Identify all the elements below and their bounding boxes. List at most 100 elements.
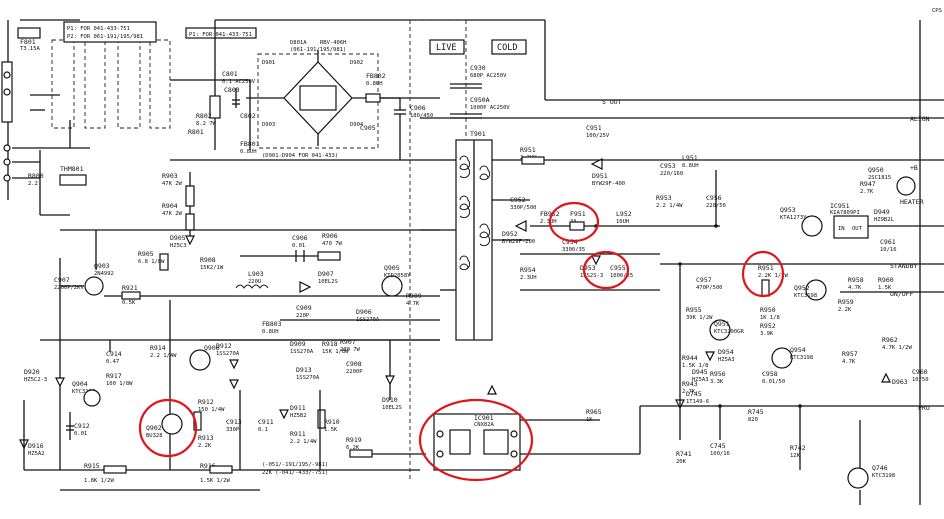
r951-label: R951 <box>520 146 536 154</box>
d906-value: 1SS270A <box>356 317 380 323</box>
d912-value: 1SS270A <box>216 351 240 357</box>
r954-label: R954 <box>520 266 536 274</box>
d920-label: D920 <box>24 368 40 376</box>
fb801-value: 0.8UH <box>240 149 257 155</box>
r907-label: R907 <box>340 338 356 346</box>
r944-value: 1.5K 1/8 <box>682 363 709 369</box>
d909-label: D909 <box>290 340 306 348</box>
ic951-value: KIA7809PI <box>830 210 860 216</box>
r908-value: 15K2/1W <box>200 265 224 271</box>
highlight-ic901 <box>418 398 534 482</box>
r957-value: 4.7K <box>842 359 856 365</box>
highlight-annotations <box>138 201 785 482</box>
r913-value: 2.2K <box>198 443 212 449</box>
c952-label: C952 <box>510 196 526 204</box>
d904-label: D904 <box>350 122 364 128</box>
r742-value: 12K <box>790 453 801 459</box>
r913-label: R913 <box>198 434 214 442</box>
standby-label: STANDBY <box>890 262 917 270</box>
c955-value: 1000/25 <box>610 273 633 279</box>
d949-label: D949 <box>874 208 890 216</box>
d951-value: BYW29F-400 <box>592 181 625 187</box>
r955-value: 39K 1/2W <box>686 315 713 321</box>
ic951-label: IC951 <box>830 202 850 210</box>
r954-value: 2.3UH <box>520 275 537 281</box>
r905-value: 6.8 1/8W <box>138 259 165 265</box>
c951-label: C951 <box>586 124 602 132</box>
r943-value: 2.7K <box>682 389 696 395</box>
d907-label: D907 <box>318 270 334 278</box>
r745-value: 820 <box>748 417 758 423</box>
q903-label: Q903 <box>94 262 110 270</box>
c909-label: C909 <box>296 304 312 312</box>
c957-label: C957 <box>696 276 712 284</box>
c745-label: C745 <box>710 442 726 450</box>
q951-label: Q951 <box>714 320 730 328</box>
r947-value: 2.7K <box>860 189 874 195</box>
r907-value: 200 7W <box>340 347 361 353</box>
c907-label: C907 <box>54 276 70 284</box>
r911-label: R911 <box>290 430 306 438</box>
q953-value: KTA1273Y <box>780 215 807 221</box>
q952-label: Q952 <box>794 284 810 292</box>
l903-value: 220U <box>248 279 261 285</box>
r919-note: (-051/-191/195/-981) <box>262 462 328 468</box>
r909-value: 4.7K <box>406 301 420 307</box>
fb803-label: FB803 <box>262 320 282 328</box>
d801a-label: D801A <box>290 40 307 46</box>
r802-label: R802 <box>196 112 212 120</box>
d963-label: D963 <box>892 378 908 386</box>
d801a-value: RBV-406H <box>320 40 347 46</box>
variant-notes: P1: FOR 041-433-751 P2: FOR 061-191/195/… <box>63 21 257 43</box>
c953-value: 220/160 <box>660 171 683 177</box>
d801a-note: (061-191/195/981) <box>290 47 346 53</box>
q902-value: BU328 <box>146 433 163 439</box>
r947-label: R947 <box>860 180 876 188</box>
r916-label: R916 <box>200 462 216 470</box>
thm-label: THM801 <box>60 165 84 173</box>
c803-label: C803 <box>224 86 240 94</box>
q951-value: KTC3200GR <box>714 329 744 335</box>
r911-value: 2.2 1/4W <box>290 439 317 445</box>
r910-label: R910 <box>324 418 340 426</box>
r745-label: R745 <box>748 408 764 416</box>
q952-value: KTC3198 <box>794 293 817 299</box>
f801-value: T3.15A <box>20 46 41 52</box>
c913-value: 330P <box>226 427 240 433</box>
d953-value: 1ES2S-3 <box>580 273 603 279</box>
corner-label: CPS <box>932 8 942 14</box>
r952-label: R952 <box>760 322 776 330</box>
r903-label: R903 <box>162 172 178 180</box>
r800-label: R800 <box>28 172 44 180</box>
transformer-t901: T901 <box>420 130 560 341</box>
r918-label: R918 <box>322 340 338 348</box>
c950a-label: C950A <box>470 96 490 104</box>
c953-label: C953 <box>660 162 676 170</box>
d952-value: BYW29F-200 <box>502 239 535 245</box>
d954-value: HZ5A3 <box>718 357 735 363</box>
c911-value: 0.1 <box>258 427 268 433</box>
input-filter: R802 8.2 7W C801 0.1 AC250V C802 FB801 0… <box>170 19 545 161</box>
r741-value: 20K <box>676 459 687 465</box>
secondary-section: S OUT ALIGN C951 100/25V D951 BYW29F-400… <box>420 8 944 505</box>
note-p1b: P1: FOR 041-433-751 <box>189 32 252 38</box>
highlight-f951 <box>548 201 600 243</box>
lower-control: D920 HZ5C2-3 Q904 KTC3198 C914 0.47 R914… <box>19 300 440 491</box>
l951-label: L951 <box>682 154 698 162</box>
c950a-value: 1000P AC250V <box>470 105 510 111</box>
d905-value: HZ5C3 <box>170 243 187 249</box>
d901-904-note: (D901-D904 FOR 041-433) <box>262 153 338 159</box>
r904-label: R904 <box>162 202 178 210</box>
ic-in-label: IN <box>838 226 845 232</box>
q950-label: Q950 <box>868 166 884 174</box>
q746-value: KTC3198 <box>872 473 895 479</box>
opto-coupler-ic901: IC901 CNX82A R965 1K <box>433 384 640 471</box>
r905-label: R905 <box>138 250 154 258</box>
r959-value: 2.2K <box>838 307 852 313</box>
r910-value: 1.5K <box>324 427 338 433</box>
r801-label: R801 <box>188 128 204 136</box>
q906-label: Q906 <box>204 344 220 352</box>
r951b-label: R951 <box>758 264 774 272</box>
r951b-value: 2.2K 1/2W <box>758 273 788 279</box>
